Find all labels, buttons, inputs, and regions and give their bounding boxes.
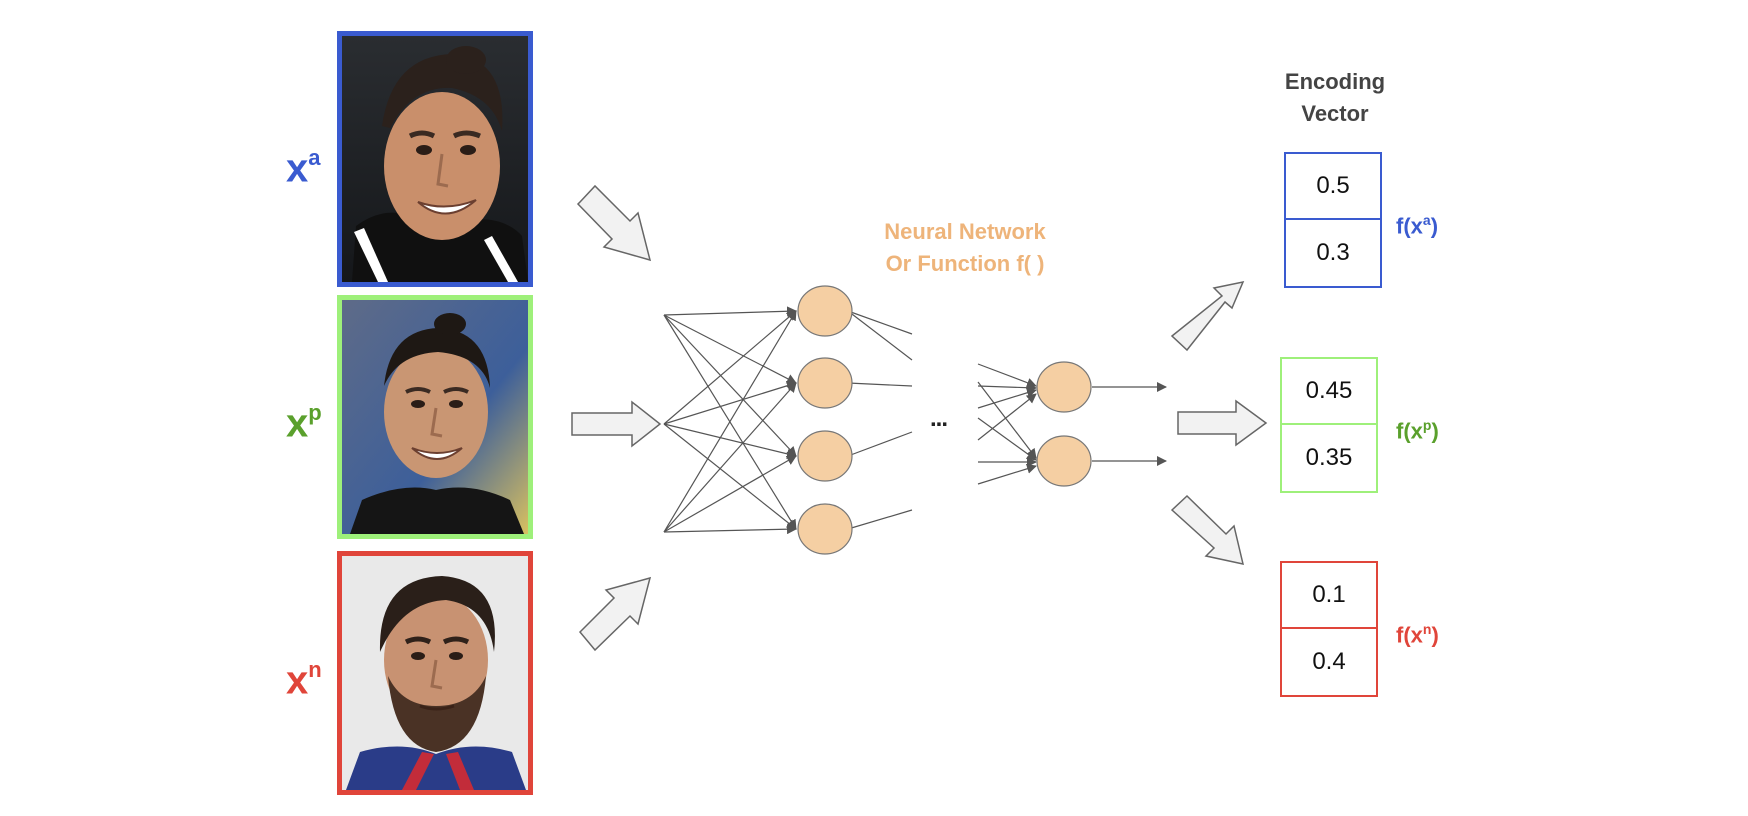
positive-label-base: x bbox=[286, 401, 309, 446]
negative-face-image bbox=[337, 551, 533, 795]
anchor-label: xa bbox=[286, 140, 321, 188]
vector-cell: 0.1 bbox=[1282, 563, 1376, 629]
hidden-edges-out bbox=[847, 310, 913, 530]
encoding-title-line1: Encoding bbox=[1284, 69, 1386, 94]
neuron bbox=[797, 430, 853, 482]
neuron bbox=[797, 285, 853, 337]
output-layer bbox=[1036, 361, 1092, 487]
encoding-title: Encoding Vector bbox=[1260, 66, 1410, 130]
anchor-face-image bbox=[337, 31, 533, 287]
vector-cell: 0.5 bbox=[1286, 154, 1380, 220]
positive-output-label-sup: p bbox=[1422, 417, 1432, 433]
positive-encoding-vector: 0.45 0.35 bbox=[1280, 357, 1378, 493]
neuron bbox=[797, 357, 853, 409]
negative-label-base: x bbox=[286, 658, 309, 703]
neuron bbox=[1036, 361, 1092, 413]
block-arrow-positive-to-network bbox=[571, 400, 662, 448]
anchor-label-base: x bbox=[286, 146, 309, 191]
layer-ellipsis: ... bbox=[930, 405, 948, 432]
input-edges bbox=[663, 306, 797, 535]
negative-output-label-sup: n bbox=[1422, 621, 1432, 637]
positive-face-illustration bbox=[342, 300, 528, 534]
anchor-label-sup: a bbox=[308, 145, 321, 170]
block-arrow-to-anchor-vector bbox=[1170, 280, 1245, 352]
negative-label-sup: n bbox=[308, 657, 322, 682]
positive-face-image bbox=[337, 295, 533, 539]
positive-output-label-close: ) bbox=[1431, 418, 1439, 444]
positive-output-label: f(xp) bbox=[1396, 412, 1439, 444]
negative-output-label: f(xn) bbox=[1396, 616, 1439, 648]
hidden-layer-1 bbox=[797, 285, 853, 555]
block-arrow-to-negative-vector bbox=[1170, 494, 1245, 565]
positive-output-label-base: f(x bbox=[1396, 418, 1423, 444]
anchor-output-label-sup: a bbox=[1422, 212, 1431, 228]
block-arrow-to-positive-vector bbox=[1177, 399, 1268, 447]
vector-cell: 0.3 bbox=[1316, 239, 1350, 266]
block-arrow-negative-to-network bbox=[578, 576, 652, 652]
vector-cell: 0.4 bbox=[1312, 648, 1346, 675]
anchor-output-label-base: f(x bbox=[1396, 213, 1423, 239]
positive-label: xp bbox=[286, 395, 322, 443]
hidden-edges-in bbox=[977, 363, 1037, 485]
negative-label: xn bbox=[286, 652, 322, 700]
negative-output-label-close: ) bbox=[1431, 622, 1439, 648]
network-title: Neural Network Or Function f( ) bbox=[860, 216, 1070, 280]
vector-cell: 0.35 bbox=[1305, 444, 1353, 471]
neuron bbox=[797, 503, 853, 555]
block-arrow-anchor-to-network bbox=[576, 184, 652, 262]
vector-cell: 0.45 bbox=[1282, 359, 1376, 425]
network-title-line2: Or Function f( ) bbox=[885, 251, 1045, 276]
negative-face-illustration bbox=[342, 556, 528, 790]
output-edges bbox=[1092, 382, 1167, 466]
anchor-encoding-vector: 0.5 0.3 bbox=[1284, 152, 1382, 288]
positive-label-sup: p bbox=[308, 400, 322, 425]
anchor-output-label-close: ) bbox=[1430, 213, 1439, 239]
encoding-title-line2: Vector bbox=[1301, 101, 1369, 126]
anchor-output-label: f(xa) bbox=[1396, 207, 1438, 239]
anchor-face-illustration bbox=[342, 36, 528, 282]
neuron bbox=[1036, 435, 1092, 487]
negative-output-label-base: f(x bbox=[1396, 622, 1423, 648]
negative-encoding-vector: 0.1 0.4 bbox=[1280, 561, 1378, 697]
network-title-line1: Neural Network bbox=[884, 219, 1046, 244]
